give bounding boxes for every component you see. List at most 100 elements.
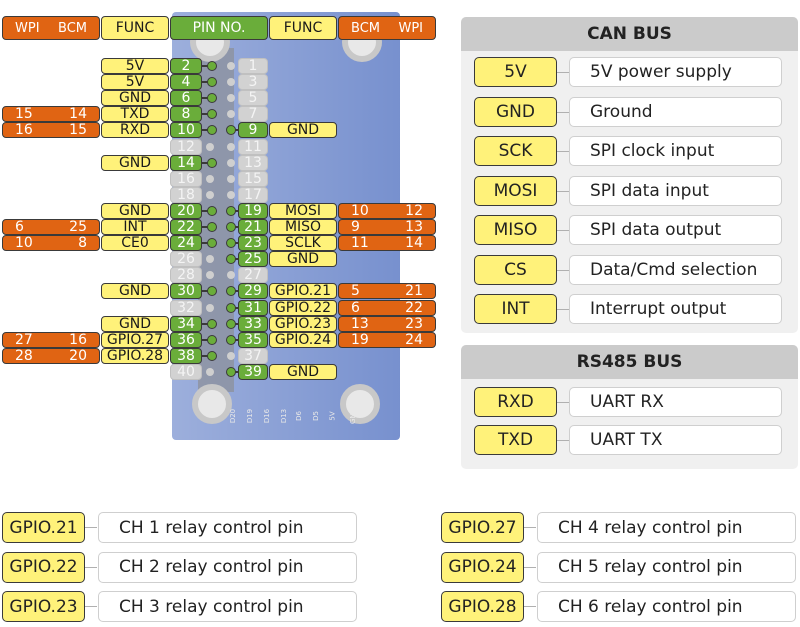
relay-description: CH 6 relay control pin — [537, 591, 796, 622]
pin-func-label: RXD — [101, 122, 169, 139]
pin-solder-dot-inactive — [206, 303, 214, 312]
bus-pin-description: Interrupt output — [569, 294, 782, 324]
pin-solder-dot — [207, 286, 217, 297]
pin-solder-dot — [226, 318, 236, 329]
pin-bcm: 20 — [69, 347, 87, 364]
pin-func-label: GND — [101, 315, 169, 332]
pin-number-40: 40 — [170, 363, 202, 380]
pin-number-9: 9 — [238, 122, 268, 139]
pin-func-label: 5V — [101, 74, 169, 91]
pin-func-label: INT — [101, 219, 169, 236]
header-pin-no: PIN NO. — [170, 16, 268, 40]
pin-func-label: GND — [101, 90, 169, 107]
pin-header-strip — [198, 48, 234, 392]
pin-number-1: 1 — [238, 58, 268, 75]
pin-number-19: 19 — [238, 202, 268, 219]
header-right-bcm: BCM — [351, 20, 380, 36]
pin-wpi: 23 — [405, 315, 423, 332]
pin-wpi: 10 — [15, 235, 33, 252]
pin-number-15: 15 — [238, 170, 268, 187]
bus-pin-description: SPI data input — [569, 175, 782, 206]
pin-solder-dot-inactive — [227, 62, 235, 70]
pin-bcm: 11 — [351, 235, 369, 252]
pin-func-label: GND — [101, 283, 169, 300]
header-right-bcm-wpi: BCM WPI — [338, 16, 436, 40]
bus-pin-label: 5V — [474, 57, 557, 87]
pin-func-label: GND — [101, 202, 169, 219]
bus-pin-description: SPI data output — [569, 215, 782, 245]
connector-line — [524, 527, 536, 528]
pin-solder-dot — [226, 222, 236, 232]
pin-bcm: 15 — [69, 122, 87, 139]
pin-number-13: 13 — [238, 154, 268, 171]
pin-number-23: 23 — [238, 235, 268, 252]
pin-lead — [202, 129, 210, 132]
pin-wpi: 14 — [405, 235, 423, 252]
pin-solder-dot-inactive — [206, 367, 214, 376]
pin-bcm: 10 — [351, 202, 369, 219]
pin-solder-dot-inactive — [227, 174, 235, 183]
pin-wpi: 27 — [15, 331, 33, 348]
pin-func-label: SCLK — [269, 235, 337, 252]
pin-func-label: GND — [269, 363, 337, 380]
pin-func-label: GPIO.23 — [269, 315, 337, 332]
pin-solder-dot — [226, 125, 236, 136]
pin-solder-dot — [226, 238, 236, 249]
pin-solder-dot — [226, 334, 236, 345]
pin-solder-dot — [207, 93, 217, 104]
pin-solder-dot-inactive — [227, 78, 235, 87]
pin-solder-dot — [207, 125, 217, 136]
pin-wpi: 24 — [405, 331, 423, 348]
header-right-wpi: WPI — [398, 20, 423, 36]
pin-solder-dot-inactive — [206, 174, 214, 183]
pin-solder-dot — [207, 77, 217, 88]
pin-solder-dot-inactive — [206, 142, 214, 151]
connector-line — [557, 151, 569, 152]
pin-number-3: 3 — [238, 74, 268, 91]
pin-func-label: MISO — [269, 219, 337, 236]
pin-bcm: 9 — [351, 219, 360, 236]
pin-lead — [202, 322, 210, 325]
bus-pin-label: TXD — [474, 425, 557, 455]
pin-solder-dot — [226, 366, 236, 377]
pin-number-8: 8 — [170, 106, 202, 123]
pin-number-7: 7 — [238, 106, 268, 123]
bus-pin-label: GND — [474, 96, 557, 127]
pin-func-label: GPIO.22 — [269, 299, 337, 316]
connector-line — [557, 440, 569, 441]
connector-line — [557, 230, 569, 231]
pin-number-39: 39 — [238, 363, 268, 380]
pin-solder-dot — [207, 157, 217, 168]
pin-number-29: 29 — [238, 283, 268, 300]
pin-lead — [202, 226, 210, 228]
pin-number-20: 20 — [170, 202, 202, 219]
pin-solder-dot — [226, 254, 236, 265]
pin-number-22: 22 — [170, 219, 202, 236]
pin-number-4: 4 — [170, 74, 202, 91]
connector-line — [524, 566, 536, 568]
silkscreen-label: D20 — [229, 408, 238, 424]
pin-number-35: 35 — [238, 331, 268, 348]
silkscreen-label: 5V — [328, 411, 337, 421]
pin-func-label: GPIO.24 — [269, 331, 337, 348]
pin-solder-dot-inactive — [227, 142, 235, 151]
pin-number-25: 25 — [238, 251, 268, 268]
pin-bcm: 25 — [69, 219, 87, 236]
bus-pin-description: SPI clock input — [569, 136, 782, 166]
pin-solder-dot — [226, 286, 236, 297]
pin-solder-dot — [207, 350, 217, 361]
pin-solder-dot-inactive — [227, 271, 235, 280]
relay-gpio-label: GPIO.24 — [441, 551, 524, 583]
pin-solder-dot — [207, 318, 217, 329]
pin-solder-dot-inactive — [227, 94, 235, 103]
silkscreen-label: D13 — [280, 408, 289, 424]
